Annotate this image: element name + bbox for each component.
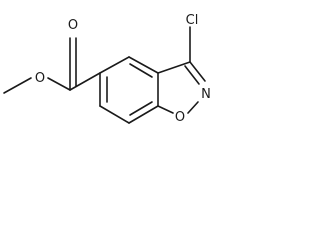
chemical-structure: O O Cl N O: [3, 13, 211, 125]
ring-oxygen-label: O: [175, 110, 185, 125]
nitrogen-label: N: [201, 87, 211, 102]
bond-ring-c5-c4: [99, 56, 130, 74]
chlorine-label: Cl: [186, 13, 199, 28]
bond-c3-n-2: [184, 65, 200, 85]
bond-o-c7a: [157, 105, 174, 114]
bond-methyl-ester-o: [3, 77, 32, 94]
bond-ester-o-carbonyl-c: [47, 77, 71, 91]
bond-c3-n-1: [189, 61, 206, 82]
bond-n-o: [187, 101, 199, 114]
bond-carbonyl-ring: [69, 72, 101, 91]
bond-ring-c4-c3a: [128, 56, 159, 74]
bond-ring-c7-c6: [99, 105, 130, 124]
ester-oxygen-label: O: [35, 71, 45, 86]
bond-ring-inner-c4-c3a: [129, 63, 153, 78]
bond-ring-inner-c7a-c7: [129, 101, 153, 116]
bond-c3a-c3: [157, 61, 191, 74]
carbonyl-oxygen-label: O: [68, 18, 78, 33]
bond-ring-c7a-c7: [128, 105, 159, 124]
